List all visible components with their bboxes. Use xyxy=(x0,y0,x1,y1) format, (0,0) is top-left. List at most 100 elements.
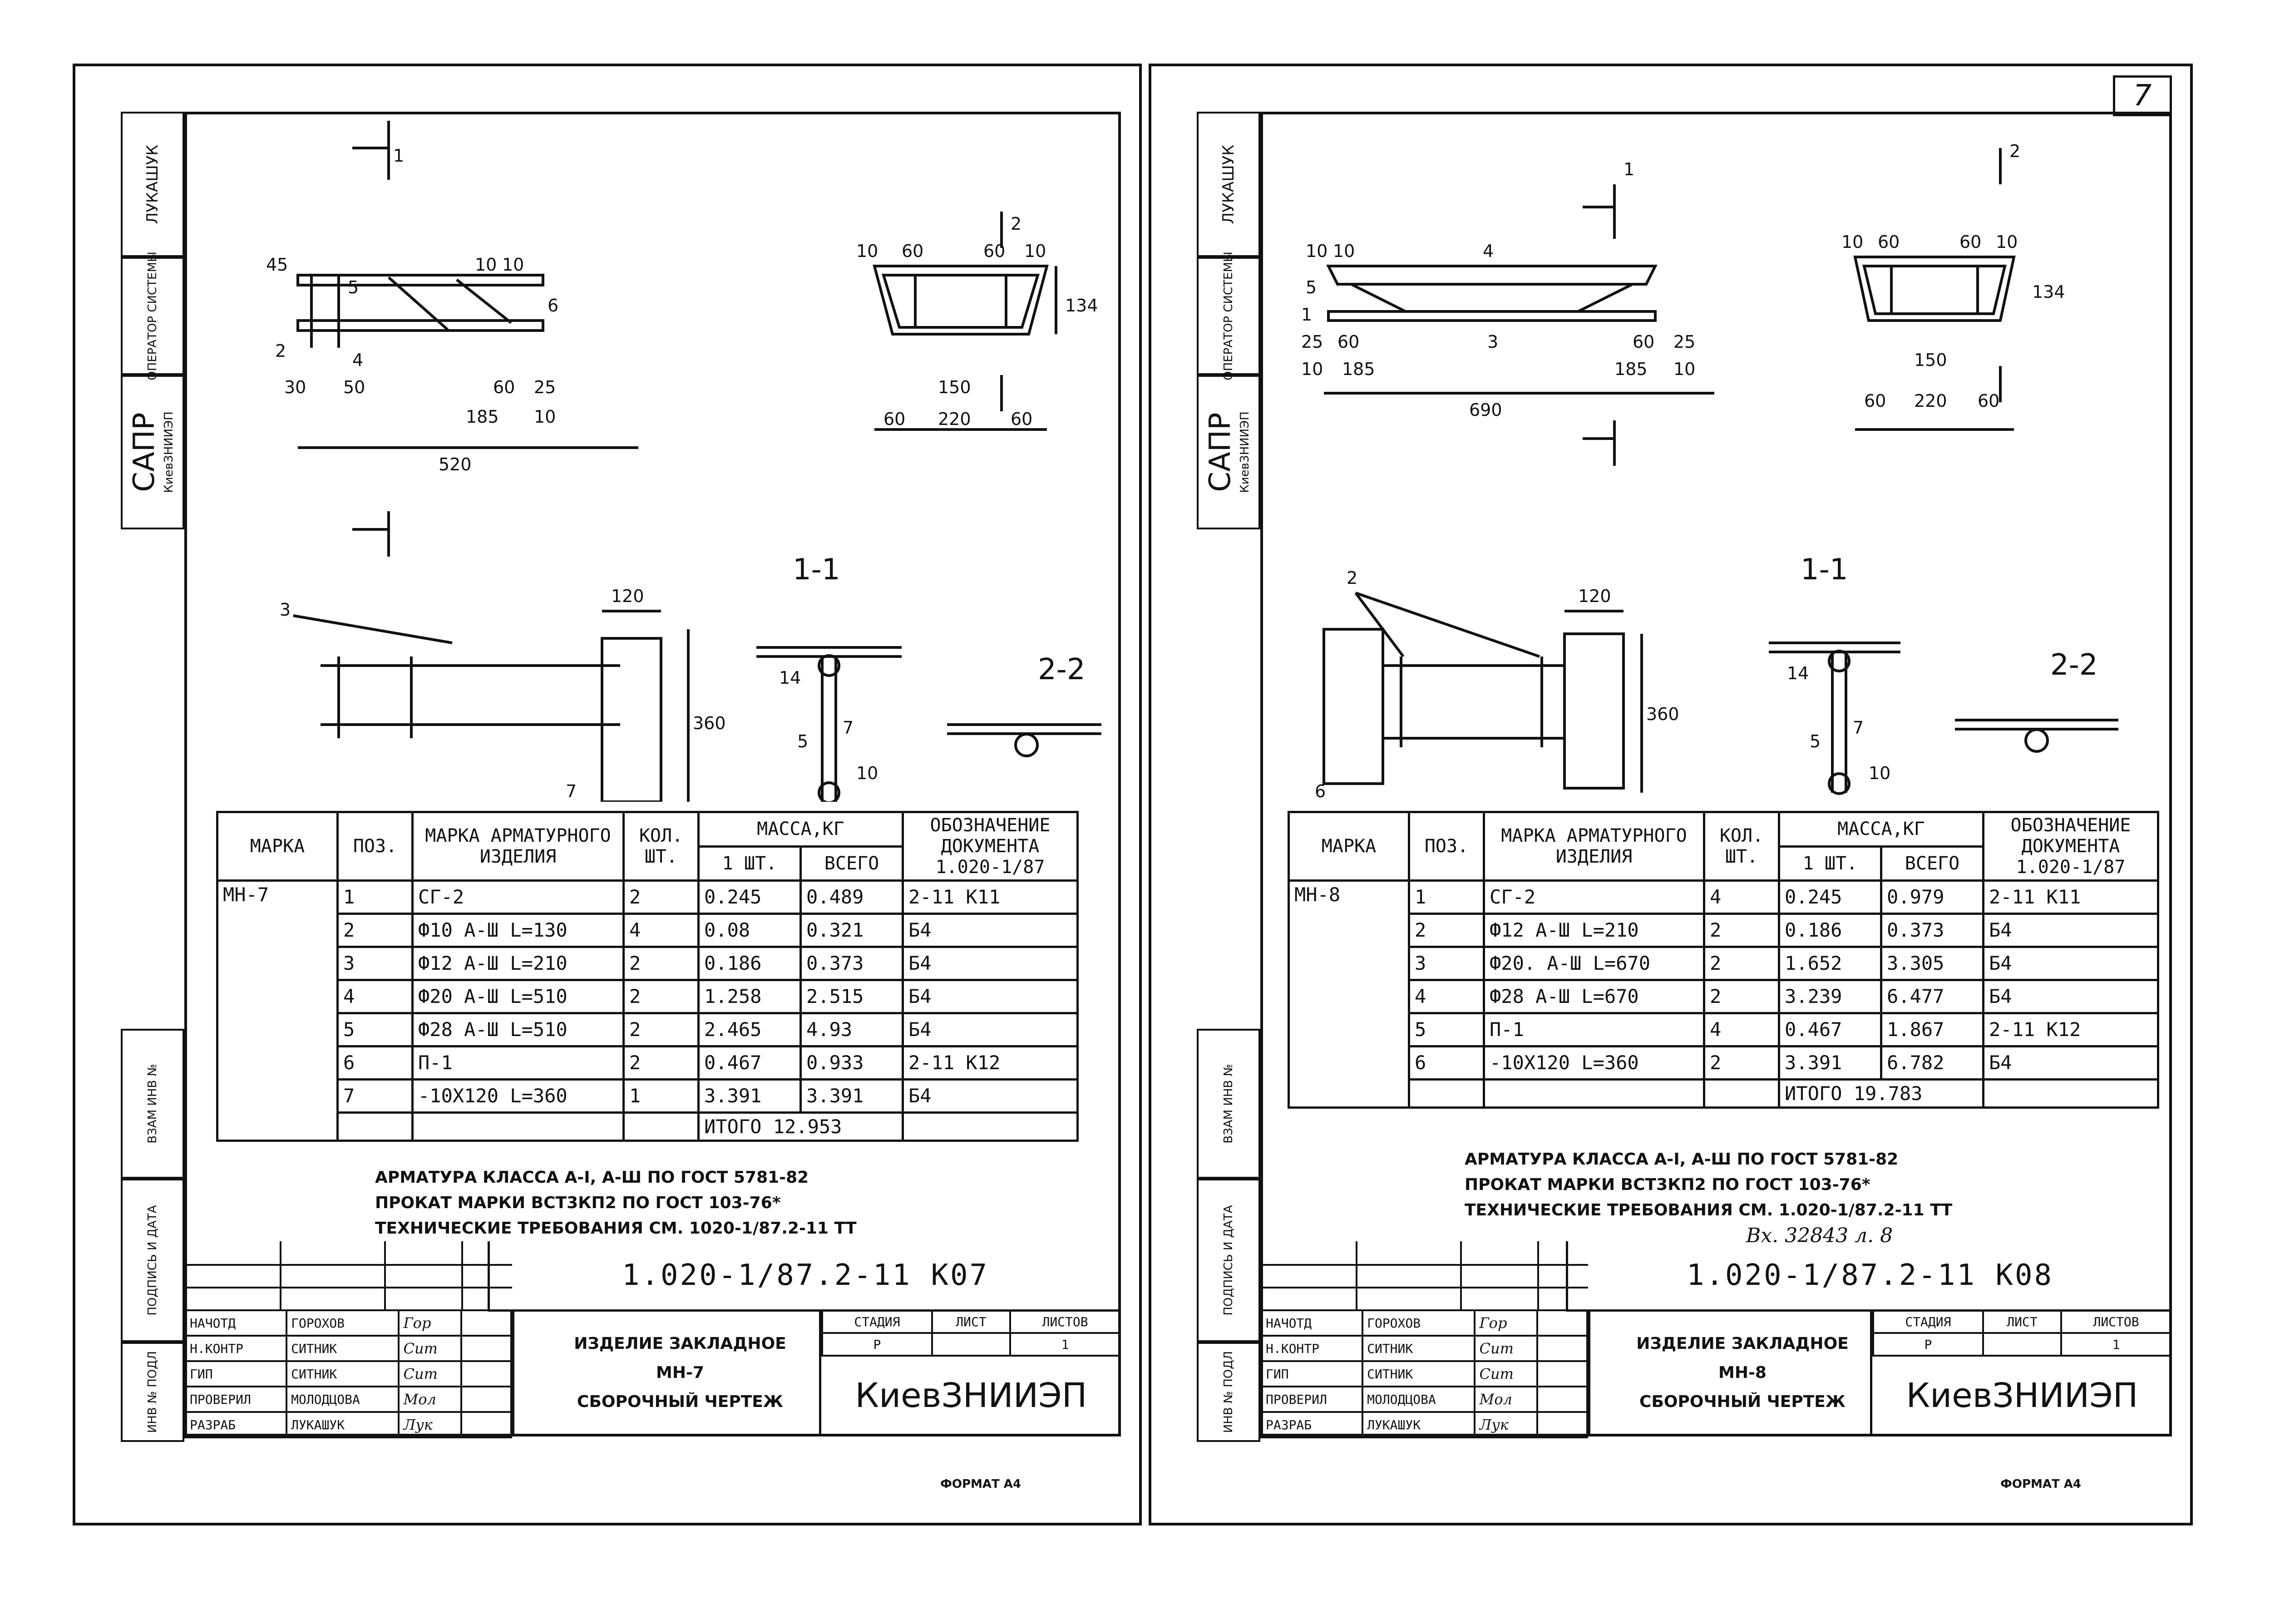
sheet-header: ЛИСТ xyxy=(1982,1309,2063,1334)
spec-total: ИТОГО 12.953 xyxy=(697,1111,904,1142)
note-line: ТЕХНИЧЕСКИЕ ТРЕБОВАНИЯ СМ. 1020-1/87.2-1… xyxy=(375,1219,857,1238)
col-kol: КОЛ. ШТ. xyxy=(1703,811,1780,882)
item: Ф20 А-Ш L=510 xyxy=(411,979,625,1014)
table-row: 5 П-1 4 0.467 1.867 2-11 К12 xyxy=(1289,1012,2159,1047)
dim-pos4: 4 xyxy=(1483,241,1494,261)
sheets-value: 1 xyxy=(2060,1332,2172,1357)
doc: Б4 xyxy=(1982,1045,2159,1081)
sec-dim-60d: 60 xyxy=(1011,409,1032,429)
title-line-3: СБОРОЧНЫЙ ЧЕРТЕЖ xyxy=(1639,1392,1846,1411)
col-marka-izd: МАРКА АРМАТУРНОГО ИЗДЕЛИЯ xyxy=(411,811,625,882)
poz: 1 xyxy=(336,879,414,915)
signature: Сит xyxy=(398,1335,462,1362)
item: Ф28 А-Ш L=510 xyxy=(411,1012,625,1047)
poz: 5 xyxy=(336,1012,414,1047)
title-box: ИЗДЕЛИЕ ЗАКЛАДНОЕ МН-7 СБОРОЧНЫЙ ЧЕРТЕЖ xyxy=(512,1309,846,1436)
stage-header: СТАДИЯ xyxy=(821,1309,933,1334)
spec-mark: МН-8 xyxy=(1288,879,1410,1109)
dim-690: 690 xyxy=(1469,400,1502,420)
mass-one: 0.245 xyxy=(697,879,802,915)
drawing-sheet-left: ЛУКАШУК ОПЕРАТОР СИСТЕМЫ САПР КиевЗНИИЭП… xyxy=(73,64,1142,1525)
sidebar-podpis: ПОДПИСЬ И ДАТА xyxy=(1222,1205,1235,1316)
assembly-drawing-svg: 10 10 4 5 1 3 25 60 10 185 60 25 185 10 … xyxy=(1301,141,2118,801)
s1-dim-5: 5 xyxy=(797,731,808,751)
table-row: 5 Ф28 А-Ш L=510 2 2.465 4.93 Б4 xyxy=(217,1012,1079,1047)
signature: Лук xyxy=(398,1411,462,1438)
col-massa: МАССА,КГ xyxy=(1778,811,1984,848)
s1-dim-7: 7 xyxy=(843,718,854,738)
table-row: 2 Ф12 А-Ш L=210 2 0.186 0.373 Б4 xyxy=(1289,913,2159,948)
det-pos6: 6 xyxy=(1315,781,1326,801)
sidebar-vzam-cell: ВЗАМ ИНВ № xyxy=(1197,1029,1260,1179)
poz: 6 xyxy=(336,1045,414,1081)
stamp-grid xyxy=(184,1241,512,1309)
signature: Лук xyxy=(1474,1411,1538,1438)
sec-dim-134: 134 xyxy=(2032,282,2065,302)
s1-dim-10: 10 xyxy=(1869,763,1890,783)
s1-dim-5: 5 xyxy=(1810,731,1821,751)
sheet-header: ЛИСТ xyxy=(931,1309,1012,1334)
notes-left: АРМАТУРА КЛАССА А-I, А-Ш ПО ГОСТ 5781-82… xyxy=(375,1165,857,1241)
doc: Б4 xyxy=(902,1078,1079,1114)
section-2-label: 2-2 xyxy=(2050,648,2098,682)
sec-dim-60a: 60 xyxy=(902,241,923,261)
sidebar-right: ЛУКАШУК ОПЕРАТОР СИСТЕМЫ САПР КиевЗНИИЭП… xyxy=(1197,112,1260,1442)
poz: 1 xyxy=(1408,879,1485,915)
sidebar-podpis-cell: ПОДПИСЬ И ДАТА xyxy=(121,1179,184,1342)
cut-mark-2: 2 xyxy=(1011,214,1022,234)
signature: Мол xyxy=(398,1386,462,1413)
doc: Б4 xyxy=(902,979,1079,1014)
sidebar-author: ЛУКАШУК xyxy=(1219,144,1238,224)
dim-pos3: 3 xyxy=(1487,332,1498,352)
kol: 4 xyxy=(622,913,700,948)
sec-dim-60a: 60 xyxy=(1878,232,1900,252)
mass-one: 2.465 xyxy=(697,1012,802,1047)
item: Ф28 А-Ш L=670 xyxy=(1483,979,1705,1014)
mass-one: 0.467 xyxy=(1778,1012,1882,1047)
col-oboz: ОБОЗНАЧЕНИЕ ДОКУМЕНТА 1.020-1/87 xyxy=(1982,811,2159,882)
title-line-2: МН-8 xyxy=(1718,1363,1767,1382)
document-code: 1.020-1/87.2-11 К08 xyxy=(1566,1241,2172,1312)
col-sht: 1 ШТ. xyxy=(697,845,802,882)
mass-total: 2.515 xyxy=(799,979,904,1014)
poz: 2 xyxy=(336,913,414,948)
dim-pos2: 2 xyxy=(275,341,286,361)
stamp-grid xyxy=(1260,1241,1588,1309)
sec-dim-10a: 10 xyxy=(1841,232,1863,252)
sec-dim-150: 150 xyxy=(1914,350,1947,370)
sec-dim-10b: 10 xyxy=(1996,232,2018,252)
sidebar-vzam: ВЗАМ ИНВ № xyxy=(146,1064,159,1144)
stage-header: СТАДИЯ xyxy=(1872,1309,1984,1334)
mass-total: 6.477 xyxy=(1880,979,1984,1014)
table-row: 4 Ф20 А-Ш L=510 2 1.258 2.515 Б4 xyxy=(217,979,1079,1014)
note-line: ПРОКАТ МАРКИ ВСТ3КП2 ПО ГОСТ 103-76* xyxy=(375,1194,781,1212)
drawing-sheet-right: 7 ЛУКАШУК ОПЕРАТОР СИСТЕМЫ САПР КиевЗНИИ… xyxy=(1149,64,2193,1525)
item: -10Х120 L=360 xyxy=(1483,1045,1705,1081)
kol: 1 xyxy=(622,1078,700,1114)
assembly-drawing-right: 10 10 4 5 1 3 25 60 10 185 60 25 185 10 … xyxy=(1288,130,2150,802)
kol: 2 xyxy=(622,1045,700,1081)
note-line: ТЕХНИЧЕСКИЕ ТРЕБОВАНИЯ СМ. 1.020-1/87.2-… xyxy=(1465,1201,1953,1219)
dim-pos6: 6 xyxy=(548,296,558,316)
signature: Сит xyxy=(398,1360,462,1387)
sec-dim-134: 134 xyxy=(1065,296,1098,316)
sidebar-author-cell: ЛУКАШУК xyxy=(121,112,184,257)
det-dim-360: 360 xyxy=(693,713,726,733)
sidebar-sapr: САПР xyxy=(128,412,161,492)
dim-25a: 25 xyxy=(1301,332,1323,352)
sec-dim-150: 150 xyxy=(938,377,971,397)
table-row: 7 -10Х120 L=360 1 3.391 3.391 Б4 xyxy=(217,1078,1079,1114)
doc: Б4 xyxy=(902,1012,1079,1047)
dim-185: 185 xyxy=(466,407,499,427)
cut-mark-1: 1 xyxy=(393,146,404,166)
kol: 2 xyxy=(1703,979,1780,1014)
sidebar-author: ЛУКАШУК xyxy=(143,144,162,224)
dim-30: 30 xyxy=(284,377,306,397)
kol: 4 xyxy=(1703,1012,1780,1047)
mass-one: 0.245 xyxy=(1778,879,1882,915)
kol: 2 xyxy=(622,979,700,1014)
